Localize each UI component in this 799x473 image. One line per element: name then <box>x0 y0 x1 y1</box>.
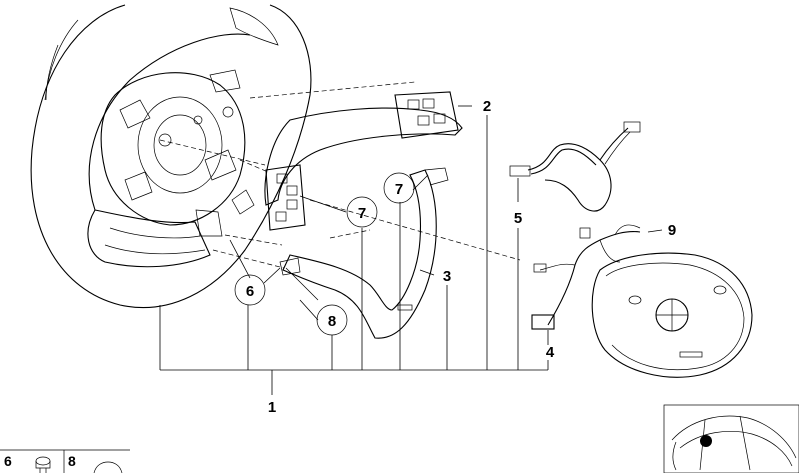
callout-3: 3 <box>443 268 451 285</box>
callout-5: 5 <box>514 210 522 227</box>
callout-9: 9 <box>668 222 676 239</box>
cable-harness <box>509 121 641 212</box>
inset-label-8: 8 <box>68 453 76 469</box>
assembly-lines <box>159 81 521 269</box>
location-marker-icon <box>700 435 712 447</box>
svg-text:7: 7 <box>395 181 403 198</box>
vehicle-location-inset <box>663 404 799 473</box>
callout-4: 4 <box>546 344 555 361</box>
clip-icon <box>93 461 123 473</box>
svg-text:8: 8 <box>328 313 336 330</box>
svg-text:6: 6 <box>246 283 254 300</box>
fastener-inset: 6 8 <box>0 449 130 473</box>
inset-label-6: 6 <box>4 453 12 469</box>
callout-1: 1 <box>268 399 276 416</box>
multifunction-trim-upper <box>264 91 463 231</box>
callout-2: 2 <box>483 98 491 115</box>
airbag-module <box>591 252 753 378</box>
fastener-markers <box>279 257 319 301</box>
callout-7-left: 7 <box>346 196 378 228</box>
trim-cover-lower <box>282 167 449 339</box>
airbag-wiring <box>531 224 641 330</box>
leader-lines <box>159 105 663 395</box>
callout-7-right: 7 <box>383 172 415 204</box>
callout-8: 8 <box>316 304 348 336</box>
svg-text:7: 7 <box>358 205 366 222</box>
steering-wheel <box>30 4 312 309</box>
callout-6: 6 <box>234 274 266 306</box>
screw-icon <box>35 456 51 473</box>
